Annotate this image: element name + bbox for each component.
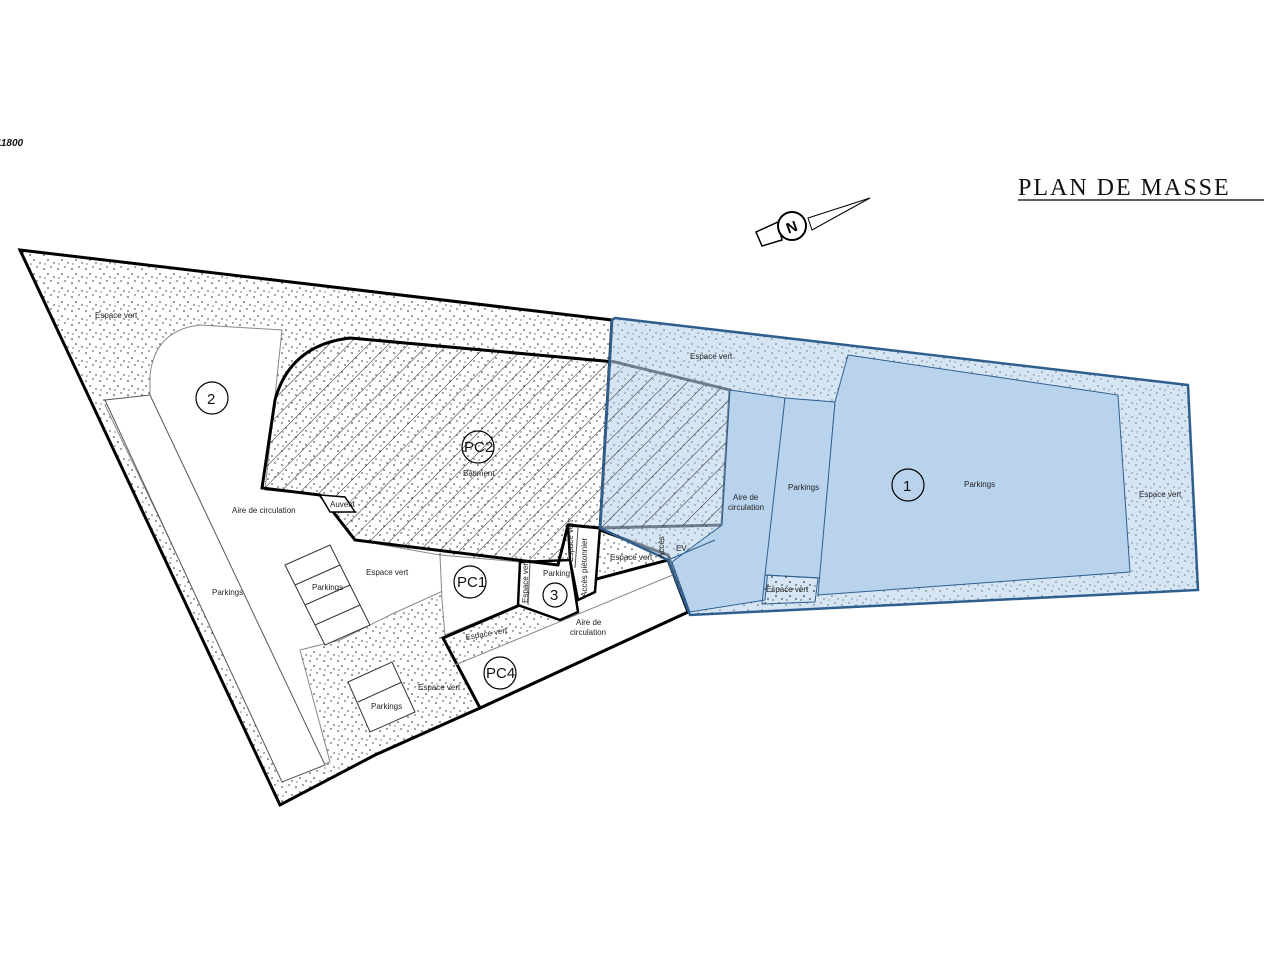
label-espace-vert: Espace vert bbox=[610, 553, 653, 562]
label-batiment: Bâtiment bbox=[463, 469, 495, 478]
label-parking: Parking bbox=[543, 569, 570, 578]
circulation-area bbox=[104, 324, 446, 781]
label-acces-pietonnier: Accès piétonnier bbox=[580, 538, 589, 597]
scale-label: 11800 bbox=[0, 138, 24, 149]
label-espace-vert: Espace vert bbox=[566, 519, 575, 562]
label-parkings: Parkings bbox=[788, 483, 819, 492]
label-parkings: Parkings bbox=[312, 583, 343, 592]
label-espace-vert: Espace vert bbox=[418, 683, 461, 692]
pc1-marker bbox=[453, 565, 487, 599]
label-acces: Accès bbox=[657, 536, 666, 558]
label-parkings: Parkings bbox=[371, 702, 402, 711]
label-espace-vert: Espace vert bbox=[766, 585, 809, 594]
zone-3-label: 3 bbox=[550, 587, 558, 604]
label-auvent: Auvent bbox=[330, 500, 356, 509]
zone-1-marker bbox=[891, 468, 925, 502]
pc4-label: PC4 bbox=[486, 665, 515, 682]
parking-bays-2 bbox=[347, 661, 416, 733]
zone-2-label: 2 bbox=[207, 391, 215, 408]
label-espace-vert: Espace vert bbox=[690, 352, 733, 361]
label-parkings: Parkings bbox=[212, 588, 243, 597]
label-espace-vert: Espace vert bbox=[521, 560, 530, 603]
pc1-label: PC1 bbox=[457, 574, 486, 591]
label-aire-de: Aire de bbox=[576, 618, 602, 627]
label-aire-circulation: Aire de circulation bbox=[232, 506, 296, 515]
label-espace-vert: Espace vert bbox=[95, 311, 138, 320]
label-circulation: circulation bbox=[728, 503, 764, 512]
blue-parkings-main bbox=[817, 354, 1131, 596]
pc2-marker bbox=[461, 430, 495, 464]
label-aire-de: Aire de bbox=[733, 493, 759, 502]
blue-espace-vert-box bbox=[761, 574, 819, 605]
label-ev: EV bbox=[676, 544, 687, 553]
parking-bays-1 bbox=[284, 544, 371, 646]
zone-3-marker bbox=[542, 582, 568, 608]
label-espace-vert: Espace vert bbox=[1139, 490, 1182, 499]
page-title: PLAN DE MASSE bbox=[1018, 175, 1231, 201]
zone-1-label: 1 bbox=[903, 478, 911, 495]
parkings-strip bbox=[104, 394, 326, 783]
zone-2-marker bbox=[195, 381, 229, 415]
pc2-label: PC2 bbox=[464, 439, 493, 456]
label-parkings: Parkings bbox=[964, 480, 995, 489]
pc4-marker bbox=[483, 656, 517, 690]
north-compass-icon: N bbox=[755, 197, 871, 247]
label-espace-vert: Espace vert bbox=[366, 568, 409, 577]
label-circulation: circulation bbox=[570, 628, 606, 637]
